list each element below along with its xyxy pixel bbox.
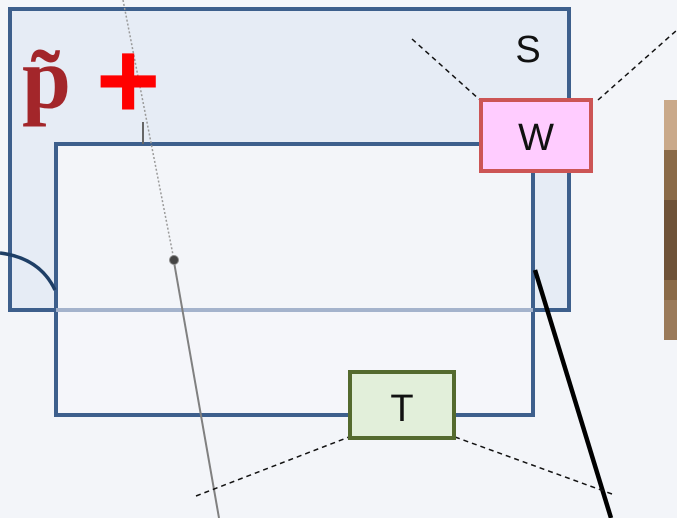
box-t-label: T [390,388,413,430]
charge-label: + [96,19,160,142]
t-dashed-right [454,436,613,495]
vertex-point [169,255,179,265]
photo-highlight [664,100,677,150]
particle-track-solid [173,261,220,518]
thick-track [532,269,614,518]
photo-shadow [664,200,677,280]
particle-label: p̃ [22,31,71,128]
box-w [479,98,593,173]
particle-track-dotted [122,0,175,261]
w-dashed-left [411,38,481,101]
t-dashed-left [195,436,350,497]
box-s-label: S [515,29,540,71]
box-w-label: W [518,117,554,159]
photo-fragment [664,100,677,340]
box-t [348,370,456,440]
photo-lower [664,300,677,340]
left-arc [0,251,57,291]
box-inner [54,142,535,417]
w-dashed-right [597,29,677,101]
